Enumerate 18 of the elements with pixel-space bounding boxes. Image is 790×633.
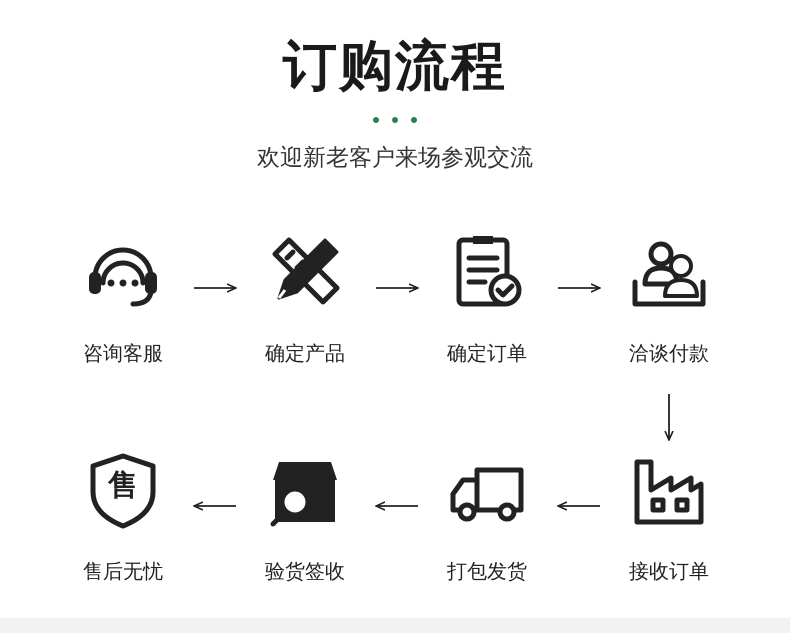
step-label: 验货签收: [265, 558, 345, 584]
step-label: 确定产品: [265, 340, 345, 366]
step-label: 接收订单: [629, 558, 709, 584]
arrow: [194, 283, 237, 293]
arrow: [375, 501, 418, 511]
step-label: 咨询客服: [83, 340, 163, 366]
step-label: 洽谈付款: [629, 340, 709, 366]
arrow: [193, 501, 236, 511]
title: 订购流程: [283, 34, 507, 97]
step-label: 售后无忧: [83, 558, 163, 584]
icon-text: 售: [106, 467, 139, 505]
step-label: 确定订单: [447, 340, 527, 366]
arrow: [558, 283, 601, 293]
arrow: [376, 283, 419, 293]
subtitle: 欢迎新老客户来场参观交流: [257, 145, 533, 171]
step-label: 打包发货: [447, 558, 527, 584]
arrow: [664, 394, 674, 441]
arrow: [557, 501, 600, 511]
